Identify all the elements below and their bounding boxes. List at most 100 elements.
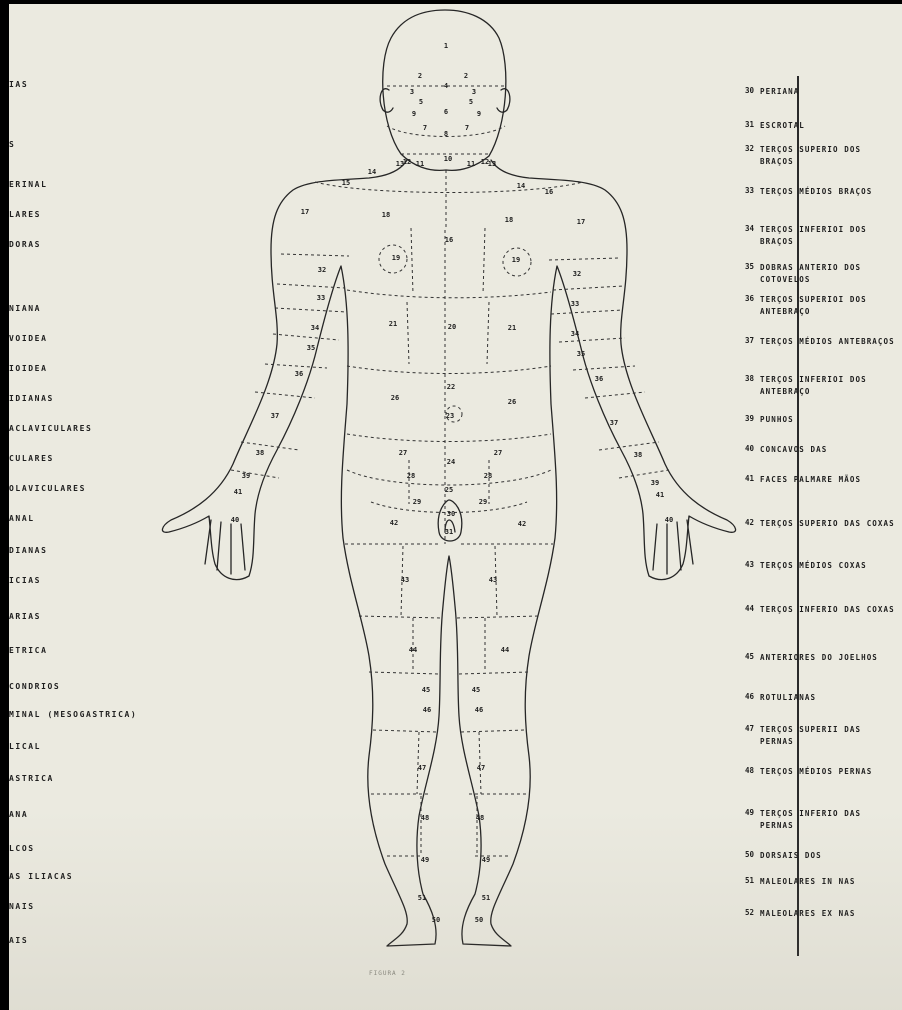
region-number: 34 [311,324,319,332]
region-number: 19 [512,256,520,264]
region-number: 27 [494,449,502,457]
right-label-text: DORSAIS DOS [760,850,900,862]
right-label-text: TERÇOS SUPERIOI DOS ANTEBRAÇO [760,294,900,318]
right-label-number: 49 [734,808,754,817]
region-number: 3 [472,88,476,96]
region-number: 28 [407,472,415,480]
region-number: 5 [419,98,423,106]
region-number: 22 [447,383,455,391]
right-label-number: 43 [734,560,754,569]
region-number: 10 [444,155,452,163]
region-number: 32 [318,266,326,274]
figure-caption: FIGURA 2 [369,970,406,977]
region-number: 15 [342,179,350,187]
right-label-number: 47 [734,724,754,733]
region-number: 49 [421,856,429,864]
right-label-text: ANTERIORES DO JOELHOS [760,652,900,664]
region-number: 46 [423,706,431,714]
region-number: 28 [484,472,492,480]
region-number: 36 [295,370,303,378]
right-label-number: 42 [734,518,754,527]
right-label-text: DOBRAS ANTERIO DOS COTOVELOS [760,262,900,286]
region-number: 21 [389,320,397,328]
right-label-number: 45 [734,652,754,661]
region-number: 30 [447,510,455,518]
right-label-number: 46 [734,692,754,701]
region-number: 51 [418,894,426,902]
region-number: 7 [423,124,427,132]
region-number: 39 [242,472,250,480]
region-number-layer: 1223345567789910111112121313141415161717… [231,42,673,924]
right-label-text: TERÇOS MÉDIOS PERNAS [760,766,900,778]
region-number: 41 [234,488,242,496]
right-label-number: 48 [734,766,754,775]
region-number: 4 [444,82,448,90]
right-label-number: 39 [734,414,754,423]
region-number: 45 [472,686,480,694]
region-borders [231,86,669,856]
region-number: 17 [577,218,585,226]
region-number: 16 [445,236,453,244]
right-label-number: 41 [734,474,754,483]
region-number: 47 [477,764,485,772]
region-number: 19 [392,254,400,262]
region-number: 26 [391,394,399,402]
region-number: 46 [475,706,483,714]
right-label-number: 36 [734,294,754,303]
region-number: 11 [467,160,475,168]
region-number: 24 [447,458,455,466]
region-number: 2 [418,72,422,80]
region-number: 51 [482,894,490,902]
region-number: 6 [444,108,448,116]
right-label-text: CONCAVOS DAS [760,444,900,456]
region-number: 17 [301,208,309,216]
right-label-number: 32 [734,144,754,153]
right-label-number: 51 [734,876,754,885]
region-number: 35 [307,344,315,352]
region-number: 3 [410,88,414,96]
region-number: 29 [413,498,421,506]
right-label-number: 38 [734,374,754,383]
right-label-text: TERÇOS INFERIOI DOS ANTEBRAÇO [760,374,900,398]
right-label-number: 33 [734,186,754,195]
region-number: 9 [412,110,416,118]
right-label-text: TERÇOS INFERIO DAS PERNAS [760,808,900,832]
region-number: 14 [517,182,525,190]
right-label-number: 40 [734,444,754,453]
right-label-number: 35 [734,262,754,271]
right-label-text: ESCROTAL [760,120,900,132]
region-number: 34 [571,330,579,338]
region-number: 8 [444,130,448,138]
region-number: 14 [368,168,376,176]
paper-sheet: IASSERINALLARESDORASNIANAVOIDEAIOIDEAIDI… [9,4,902,1010]
right-label-number: 34 [734,224,754,233]
region-number: 32 [573,270,581,278]
right-label-number: 30 [734,86,754,95]
region-number: 47 [418,764,426,772]
region-number: 44 [501,646,509,654]
region-number: 50 [475,916,483,924]
region-number: 25 [445,486,453,494]
region-number: 2 [464,72,468,80]
right-label-text: TERÇOS INFERIO DAS COXAS [760,604,900,616]
region-number: 23 [446,412,454,420]
region-number: 38 [256,449,264,457]
right-label-number: 50 [734,850,754,859]
region-number: 26 [508,398,516,406]
right-label-text: TERÇOS SUPERIO DAS COXAS [760,518,900,530]
right-label-text: TERÇOS MÉDIOS ANTEBRAÇOS [760,336,900,348]
region-number: 42 [518,520,526,528]
right-label-number: 44 [734,604,754,613]
right-label-text: TERÇOS INFERIOI DOS BRAÇOS [760,224,900,248]
region-number: 33 [317,294,325,302]
region-number: 13 [396,160,404,168]
region-number: 43 [489,576,497,584]
region-number: 33 [571,300,579,308]
region-number: 16 [545,188,553,196]
region-number: 11 [416,160,424,168]
right-label-text: MALEOLARES IN NAS [760,876,900,888]
region-number: 35 [577,350,585,358]
right-label-number: 52 [734,908,754,917]
right-label-text: TERÇOS SUPERII DAS PERNAS [760,724,900,748]
region-number: 49 [482,856,490,864]
